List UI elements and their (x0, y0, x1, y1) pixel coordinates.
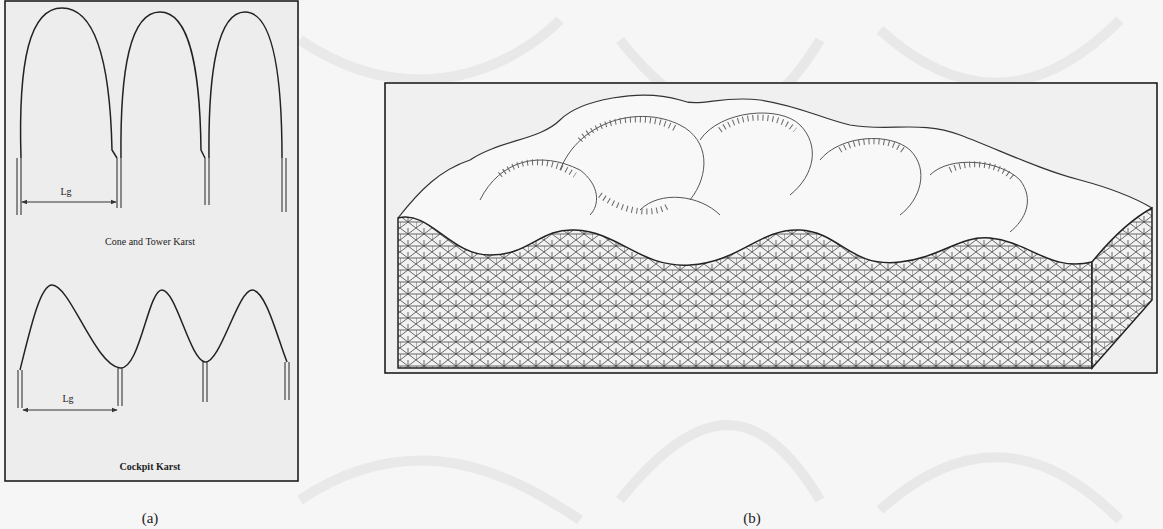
dimension-label: Lg (62, 393, 73, 404)
cone-tower-profile (17, 8, 286, 215)
profile-caption: Cockpit Karst (120, 461, 181, 472)
dimension-arrow (22, 202, 116, 203)
panel-frame (5, 1, 298, 481)
panel-label: (a) (142, 510, 159, 527)
dimension-arrow (23, 410, 117, 411)
karst-block-diagram (398, 95, 1152, 368)
panel-frame (385, 83, 1157, 373)
cockpit-profile (18, 285, 289, 408)
profile-caption: Cone and Tower Karst (105, 236, 195, 247)
dimension-label: Lg (60, 186, 71, 197)
panel-label: (b) (743, 510, 761, 527)
